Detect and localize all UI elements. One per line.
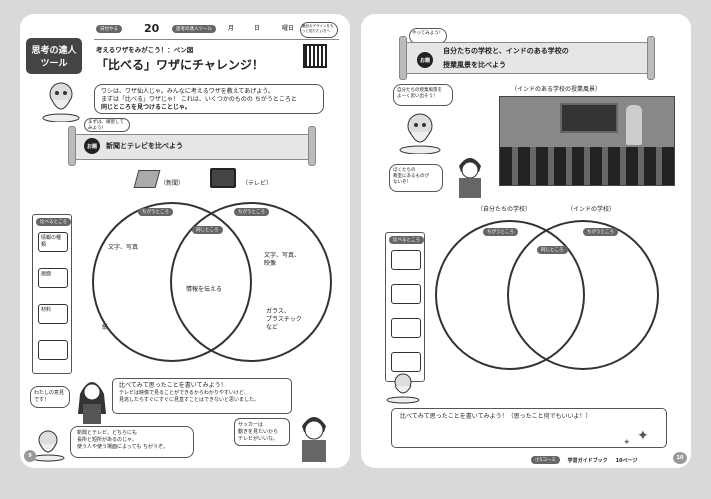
girl-character-icon: [74, 374, 110, 424]
blackboard: [560, 103, 618, 133]
sage-small-icon: [30, 426, 66, 462]
venn-diff-left: ちがうところ: [138, 208, 173, 216]
compare-item: [38, 340, 68, 360]
date-chip: 日付やる: [96, 25, 122, 33]
reflection-box: 比べてみて思ったことを書いてみよう！ テレビは映像で見ることができるからわかりや…: [112, 378, 292, 414]
venn-same: 同じところ: [537, 246, 568, 254]
tool-chip: 思考の達人ツール: [172, 25, 216, 33]
compare-column: [32, 214, 72, 374]
boy-bubble: サッカーは 動きを見たいから テレビがいいな。: [234, 418, 290, 446]
newspaper-icon: [133, 170, 161, 188]
teacher-figure: [626, 105, 642, 145]
sage-character-icon: [40, 78, 82, 123]
footer-course: 小5コース: [531, 456, 560, 464]
compare-item: 画面: [38, 268, 68, 288]
qr-code-icon: [303, 44, 327, 68]
footer-guide: 学習ガイドブック: [567, 457, 608, 464]
sage-character-icon: [397, 110, 443, 155]
compare-item: 情報の種類: [38, 232, 68, 252]
photo-caption: （インドのある学校の授業風景）: [511, 86, 602, 93]
question-scroll: [76, 134, 308, 160]
question-scroll: [407, 42, 647, 74]
issue-number: 20: [144, 22, 160, 35]
title-sub: 考えるワザをみがこう！：ペン図: [96, 46, 194, 54]
question-text: 新聞とテレビを比べよう: [106, 142, 183, 150]
compare-item[interactable]: [391, 284, 421, 304]
kid-bubble: ぼくたちの 教室にあるものが ないぞ！: [389, 164, 443, 192]
date-header: 日付やる 20 思考の達人ツール 月 日 曜日 筆記のデザインをもっと知りたい方…: [94, 22, 339, 40]
practice-bubble: まずは、練習してみよう！: [84, 118, 130, 132]
right-page: やってみよう！ お題 自分たちの学校と、インドのある学校の 授業風景を比べよう …: [361, 14, 691, 468]
question-label: お題: [417, 52, 433, 68]
page-number: 9: [24, 450, 36, 462]
question-text: 自分たちの学校と、インドのある学校の 授業風景を比べよう: [443, 47, 569, 69]
left-page: 思考の達人 ツール 日付やる 20 思考の達人ツール 月 日 曜日 筆記のデザイ…: [20, 14, 350, 468]
compare-item[interactable]: [391, 352, 421, 372]
footer: 小5コース 学習ガイドブック 10ページ: [531, 456, 638, 464]
boy-character-icon: [453, 150, 487, 198]
venn-circle-right: [507, 220, 659, 370]
compare-item[interactable]: [391, 318, 421, 338]
compare-header: 比べるところ: [36, 218, 71, 226]
boy-character-icon: [294, 408, 334, 464]
star-icon: ✦: [637, 428, 649, 444]
venn-circle-right: [170, 202, 332, 362]
girl-bubble: わたしの意見です！: [30, 386, 70, 408]
venn-same: 同じところ: [192, 226, 223, 234]
intro-box: ワシは、ワザ仙人じゃ。みんなに考えるワザを教えてあげよう。 まずは「比べる」ワザ…: [94, 84, 324, 114]
compare-item[interactable]: [391, 250, 421, 270]
venn-diff-right: ちがうところ: [583, 228, 618, 236]
photo-bubble: 自分たちの授業風景を よーく思い出そう！: [393, 84, 453, 106]
footer-page: 10ページ: [615, 457, 638, 464]
sage-small-icon: [385, 370, 421, 404]
compare-item: 材料: [38, 304, 68, 324]
qr-note: 筆記のデザインをもっと知りたい方へ: [300, 22, 338, 38]
star-small-icon: ✦: [623, 438, 631, 448]
page-number: 10: [673, 452, 687, 464]
reflection-box[interactable]: 比べてみて思ったことを書いてみよう！（思ったこと何でもいいよ！）: [391, 408, 667, 448]
sage-note: 新聞とテレビ、どちらにも 長所と短所があるのじゃ。 使う人や使う場面によっても …: [70, 426, 194, 458]
question-label: お題: [84, 138, 100, 154]
compare-header: 比べるところ: [389, 236, 424, 244]
page-title: 「比べる」ワザにチャレンジ！: [96, 58, 264, 72]
thinking-tool-badge: 思考の達人 ツール: [26, 38, 82, 74]
venn-diff-left: ちがうところ: [483, 228, 518, 236]
students-row: [500, 147, 674, 185]
classroom-photo: [499, 96, 675, 186]
tv-icon: [210, 168, 236, 188]
venn-diff-right: ちがうところ: [234, 208, 269, 216]
